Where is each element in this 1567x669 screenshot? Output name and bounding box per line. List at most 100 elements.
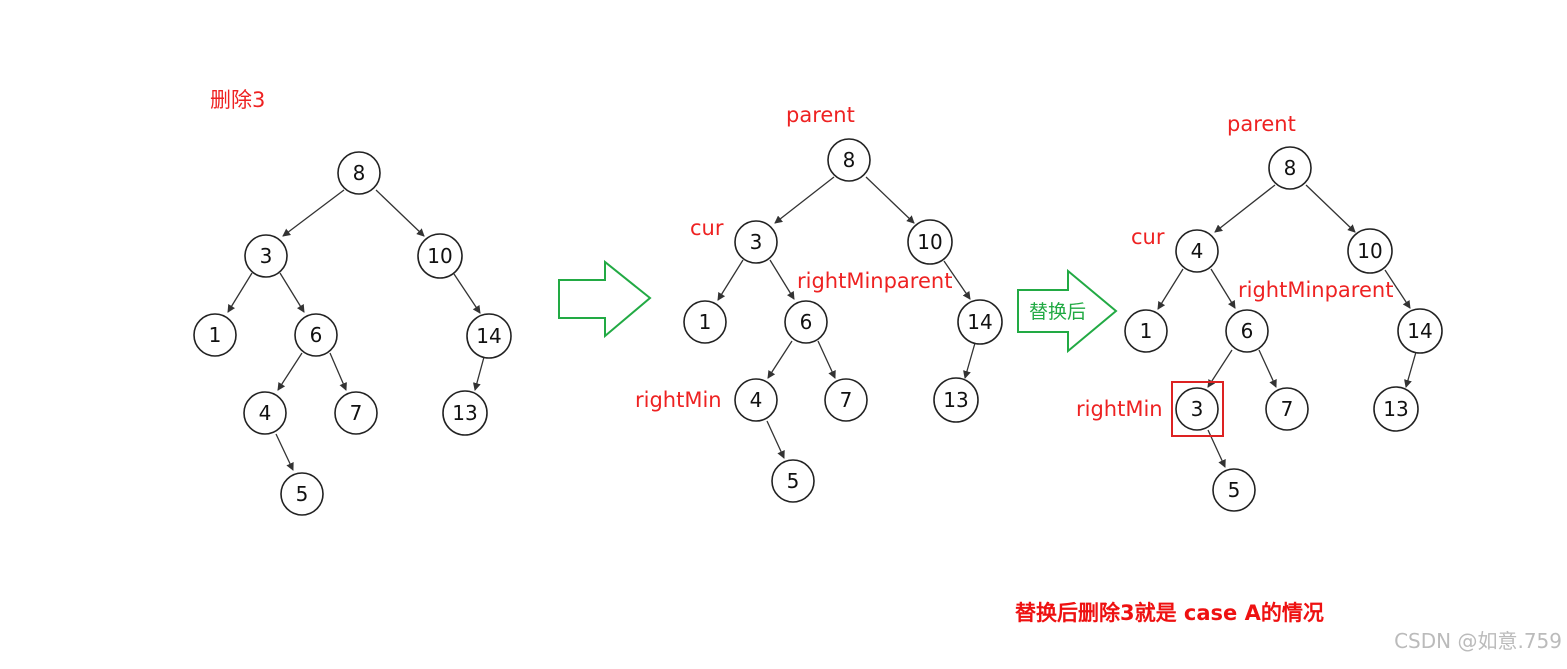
node-value: 1 (1140, 319, 1153, 343)
edge-8-3 (282, 189, 345, 237)
node-circle (907, 219, 953, 265)
tree-node: 8 (827, 138, 871, 182)
tree-node: 5 (771, 459, 815, 503)
panel-3-tree: parent cur rightMinparent rightMin 8 4 1… (1076, 112, 1443, 512)
node-circle (417, 233, 463, 279)
node-value: 6 (800, 310, 813, 334)
edge-8-10 (865, 176, 915, 224)
edge-6-7 (1258, 349, 1277, 388)
node-value: 8 (353, 161, 366, 185)
node-value: 10 (1357, 239, 1382, 263)
node-circle (466, 313, 512, 359)
node-circle (771, 459, 815, 503)
tree-node: 3 (244, 234, 288, 278)
right-min-highlight-box (1171, 381, 1224, 437)
edge-3-1 (717, 259, 744, 301)
tree-node: 7 (334, 391, 378, 435)
panel-1-tree: 删除3 8 3 10 1 6 14 4 7 13 5 (193, 88, 512, 516)
node-circle (193, 313, 237, 357)
node-circle (1175, 387, 1219, 431)
node-value: 13 (943, 388, 968, 412)
tree-node: 1 (1124, 309, 1168, 353)
tree-node: 4 (1175, 229, 1219, 273)
tree-node: 5 (1212, 468, 1256, 512)
edge-8-10 (1305, 184, 1356, 233)
edge-6-3 (1207, 349, 1233, 388)
tree-node: 4 (243, 391, 287, 435)
node-circle (957, 299, 1003, 345)
after-replace-label: 替换后 (1029, 301, 1086, 323)
edge-4-6 (1210, 268, 1236, 309)
node-circle (1212, 468, 1256, 512)
node-value: 14 (967, 310, 992, 334)
tree-node: 10 (907, 219, 953, 265)
cur-label: cur (690, 216, 724, 240)
node-circle (244, 234, 288, 278)
node-value: 1 (699, 310, 712, 334)
tree-node: 1 (683, 300, 727, 344)
node-circle (1265, 387, 1309, 431)
node-circle (1225, 309, 1269, 353)
transition-arrow-1 (558, 259, 652, 339)
node-value: 4 (259, 401, 272, 425)
node-value: 8 (843, 148, 856, 172)
node-value: 7 (1281, 397, 1294, 421)
parent-label: parent (1227, 112, 1296, 136)
node-circle (827, 138, 871, 182)
edge-8-3 (774, 176, 835, 224)
node-circle (824, 378, 868, 422)
right-min-label: rightMin (1076, 397, 1163, 421)
tree-node: 14 (957, 299, 1003, 345)
edge-6-7 (329, 352, 347, 391)
node-value: 7 (350, 401, 363, 425)
node-value: 8 (1284, 156, 1297, 180)
node-value: 6 (310, 323, 323, 347)
tree-node: 3 (1175, 387, 1219, 431)
edge-6-4 (767, 340, 793, 379)
node-value: 6 (1241, 319, 1254, 343)
caption-text: 替换后删除3就是 case A的情况 (1015, 601, 1324, 625)
node-circle (337, 151, 381, 195)
tree-node: 13 (1373, 386, 1419, 432)
node-value: 10 (917, 230, 942, 254)
edge-4-5 (275, 433, 294, 471)
node-circle (334, 391, 378, 435)
tree-node: 13 (933, 377, 979, 423)
edge-10-14 (943, 260, 971, 300)
edge-8-10 (375, 189, 425, 237)
node-value: 5 (787, 469, 800, 493)
tree-node: 4 (734, 378, 778, 422)
tree-node: 6 (784, 300, 828, 344)
node-value: 13 (1383, 397, 1408, 421)
edge-10-14 (1384, 269, 1411, 309)
node-value: 4 (750, 388, 763, 412)
parent-label: parent (786, 103, 855, 127)
node-circle (734, 378, 778, 422)
node-circle (280, 472, 324, 516)
node-circle (1347, 228, 1393, 274)
edge-3-6 (769, 259, 795, 300)
panel-1-edges (227, 189, 485, 471)
node-circle (683, 300, 727, 344)
panel-2-tree: parent cur rightMinparent rightMin 8 3 1… (635, 103, 1003, 503)
tree-node: 7 (824, 378, 868, 422)
node-circle (933, 377, 979, 423)
tree-node: 8 (337, 151, 381, 195)
edge-14-13 (472, 356, 485, 391)
node-value: 7 (840, 388, 853, 412)
node-circle (243, 391, 287, 435)
edge-6-4 (277, 352, 303, 391)
tree-node: 13 (442, 390, 488, 436)
node-value: 5 (296, 482, 309, 506)
delete-3-label: 删除3 (210, 88, 265, 112)
node-circle (734, 220, 778, 264)
transition-arrow-2: 替换后 (1017, 268, 1118, 354)
node-value: 14 (1407, 319, 1432, 343)
tree-node: 6 (294, 313, 338, 357)
edge-4-1 (1157, 268, 1184, 310)
node-circle (784, 300, 828, 344)
transition-arrow-2-shape (1017, 268, 1118, 354)
node-value: 5 (1228, 478, 1241, 502)
node-value: 14 (476, 324, 501, 348)
